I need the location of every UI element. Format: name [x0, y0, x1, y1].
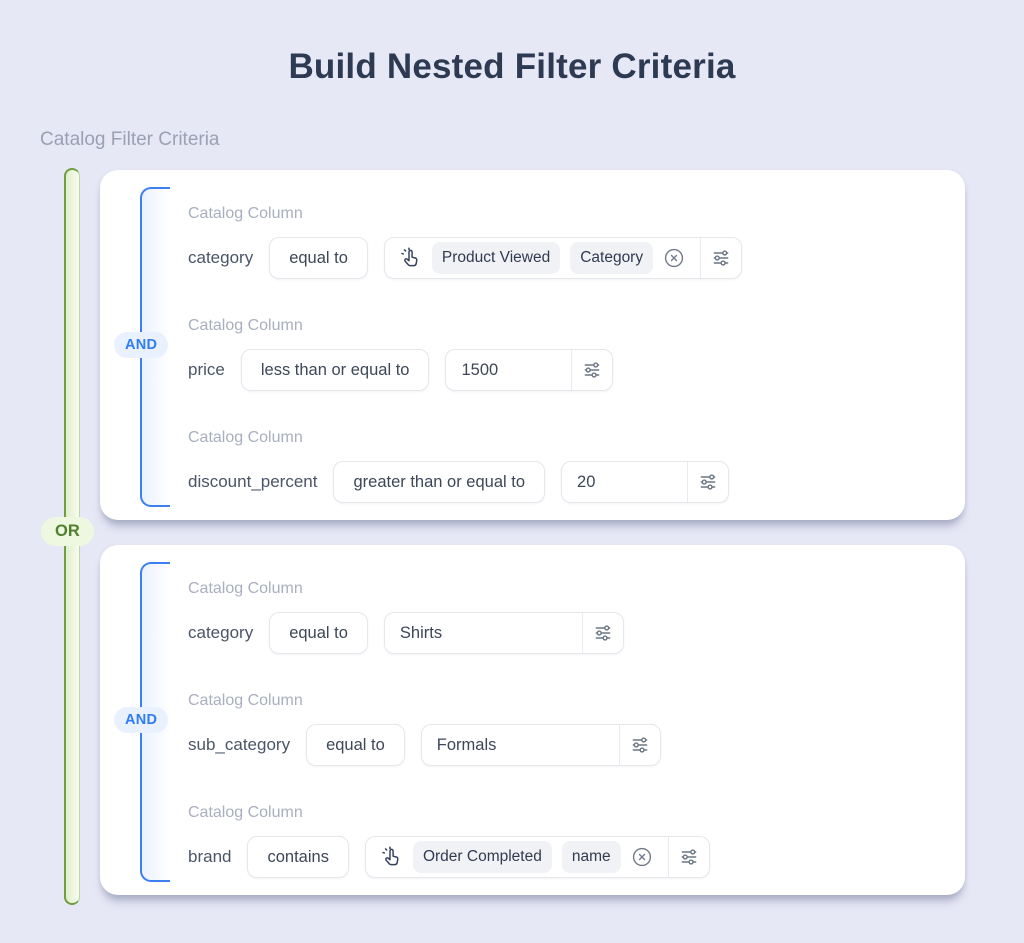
operator-button[interactable]: greater than or equal to	[333, 461, 546, 503]
filter-group-1: AND Catalog Column category equal to Pro…	[100, 170, 965, 520]
value-picker-box[interactable]: Product Viewed Category	[383, 237, 743, 279]
and-connector-badge-group-2[interactable]: AND	[114, 707, 169, 733]
row-label: Catalog Column	[188, 692, 303, 709]
divider	[571, 350, 573, 390]
sliders-icon[interactable]	[620, 725, 660, 765]
value-chip[interactable]: Category	[570, 242, 654, 274]
divider	[700, 238, 702, 278]
x-circle-icon[interactable]	[663, 247, 685, 269]
field-name: price	[188, 360, 225, 379]
condition-row: Catalog Column category equal to Shirts	[188, 580, 937, 654]
row-label: Catalog Column	[188, 804, 303, 821]
value-input-box[interactable]: Shirts	[383, 612, 624, 654]
operator-button[interactable]: less than or equal to	[240, 349, 430, 391]
operator-button[interactable]: contains	[247, 836, 349, 878]
value-picker-box[interactable]: Order Completed name	[364, 836, 710, 878]
condition-row: Catalog Column category equal to Product…	[188, 205, 937, 279]
divider	[667, 837, 669, 877]
sliders-icon[interactable]	[669, 837, 709, 877]
operator-button[interactable]: equal to	[306, 724, 405, 766]
tap-pointer-icon	[381, 846, 403, 868]
value-chip[interactable]: Product Viewed	[431, 242, 561, 274]
and-connector-badge-group-1[interactable]: AND	[114, 332, 169, 358]
sliders-icon[interactable]	[572, 350, 612, 390]
value-input-box[interactable]: 20	[561, 461, 730, 503]
condition-row: Catalog Column price less than or equal …	[188, 317, 937, 391]
row-label: Catalog Column	[188, 205, 303, 222]
field-name: brand	[188, 847, 232, 866]
divider	[618, 725, 620, 765]
sliders-icon[interactable]	[701, 238, 741, 278]
filter-group-2: AND Catalog Column category equal to Shi…	[100, 545, 965, 895]
condition-row: Catalog Column brand contains Order Comp…	[188, 804, 937, 878]
operator-button[interactable]: equal to	[269, 612, 368, 654]
field-name: category	[188, 623, 254, 642]
condition-row: Catalog Column sub_category equal to For…	[188, 692, 937, 766]
row-label: Catalog Column	[188, 317, 303, 334]
value-text: Shirts	[399, 623, 443, 642]
value-chip[interactable]: Order Completed	[412, 841, 552, 873]
value-text: 20	[577, 472, 596, 491]
sliders-icon[interactable]	[688, 462, 728, 502]
divider	[687, 462, 689, 502]
condition-row: Catalog Column discount_percent greater …	[188, 429, 937, 503]
value-chip[interactable]: name	[561, 841, 621, 873]
value-input-box[interactable]: Formals	[420, 724, 661, 766]
operator-button[interactable]: equal to	[269, 237, 368, 279]
row-label: Catalog Column	[188, 580, 303, 597]
field-name: category	[188, 248, 254, 267]
field-name: discount_percent	[188, 472, 318, 491]
value-text: 1500	[461, 360, 499, 379]
value-input-box[interactable]: 1500	[445, 349, 614, 391]
field-name: sub_category	[188, 735, 291, 754]
section-label: Catalog Filter Criteria	[40, 129, 220, 150]
page-title: Build Nested Filter Criteria	[288, 47, 736, 86]
tap-pointer-icon	[400, 247, 422, 269]
divider	[581, 613, 583, 653]
sliders-icon[interactable]	[583, 613, 623, 653]
x-circle-icon[interactable]	[631, 846, 653, 868]
row-label: Catalog Column	[188, 429, 303, 446]
value-text: Formals	[436, 735, 497, 754]
or-connector-badge[interactable]: OR	[41, 517, 94, 546]
